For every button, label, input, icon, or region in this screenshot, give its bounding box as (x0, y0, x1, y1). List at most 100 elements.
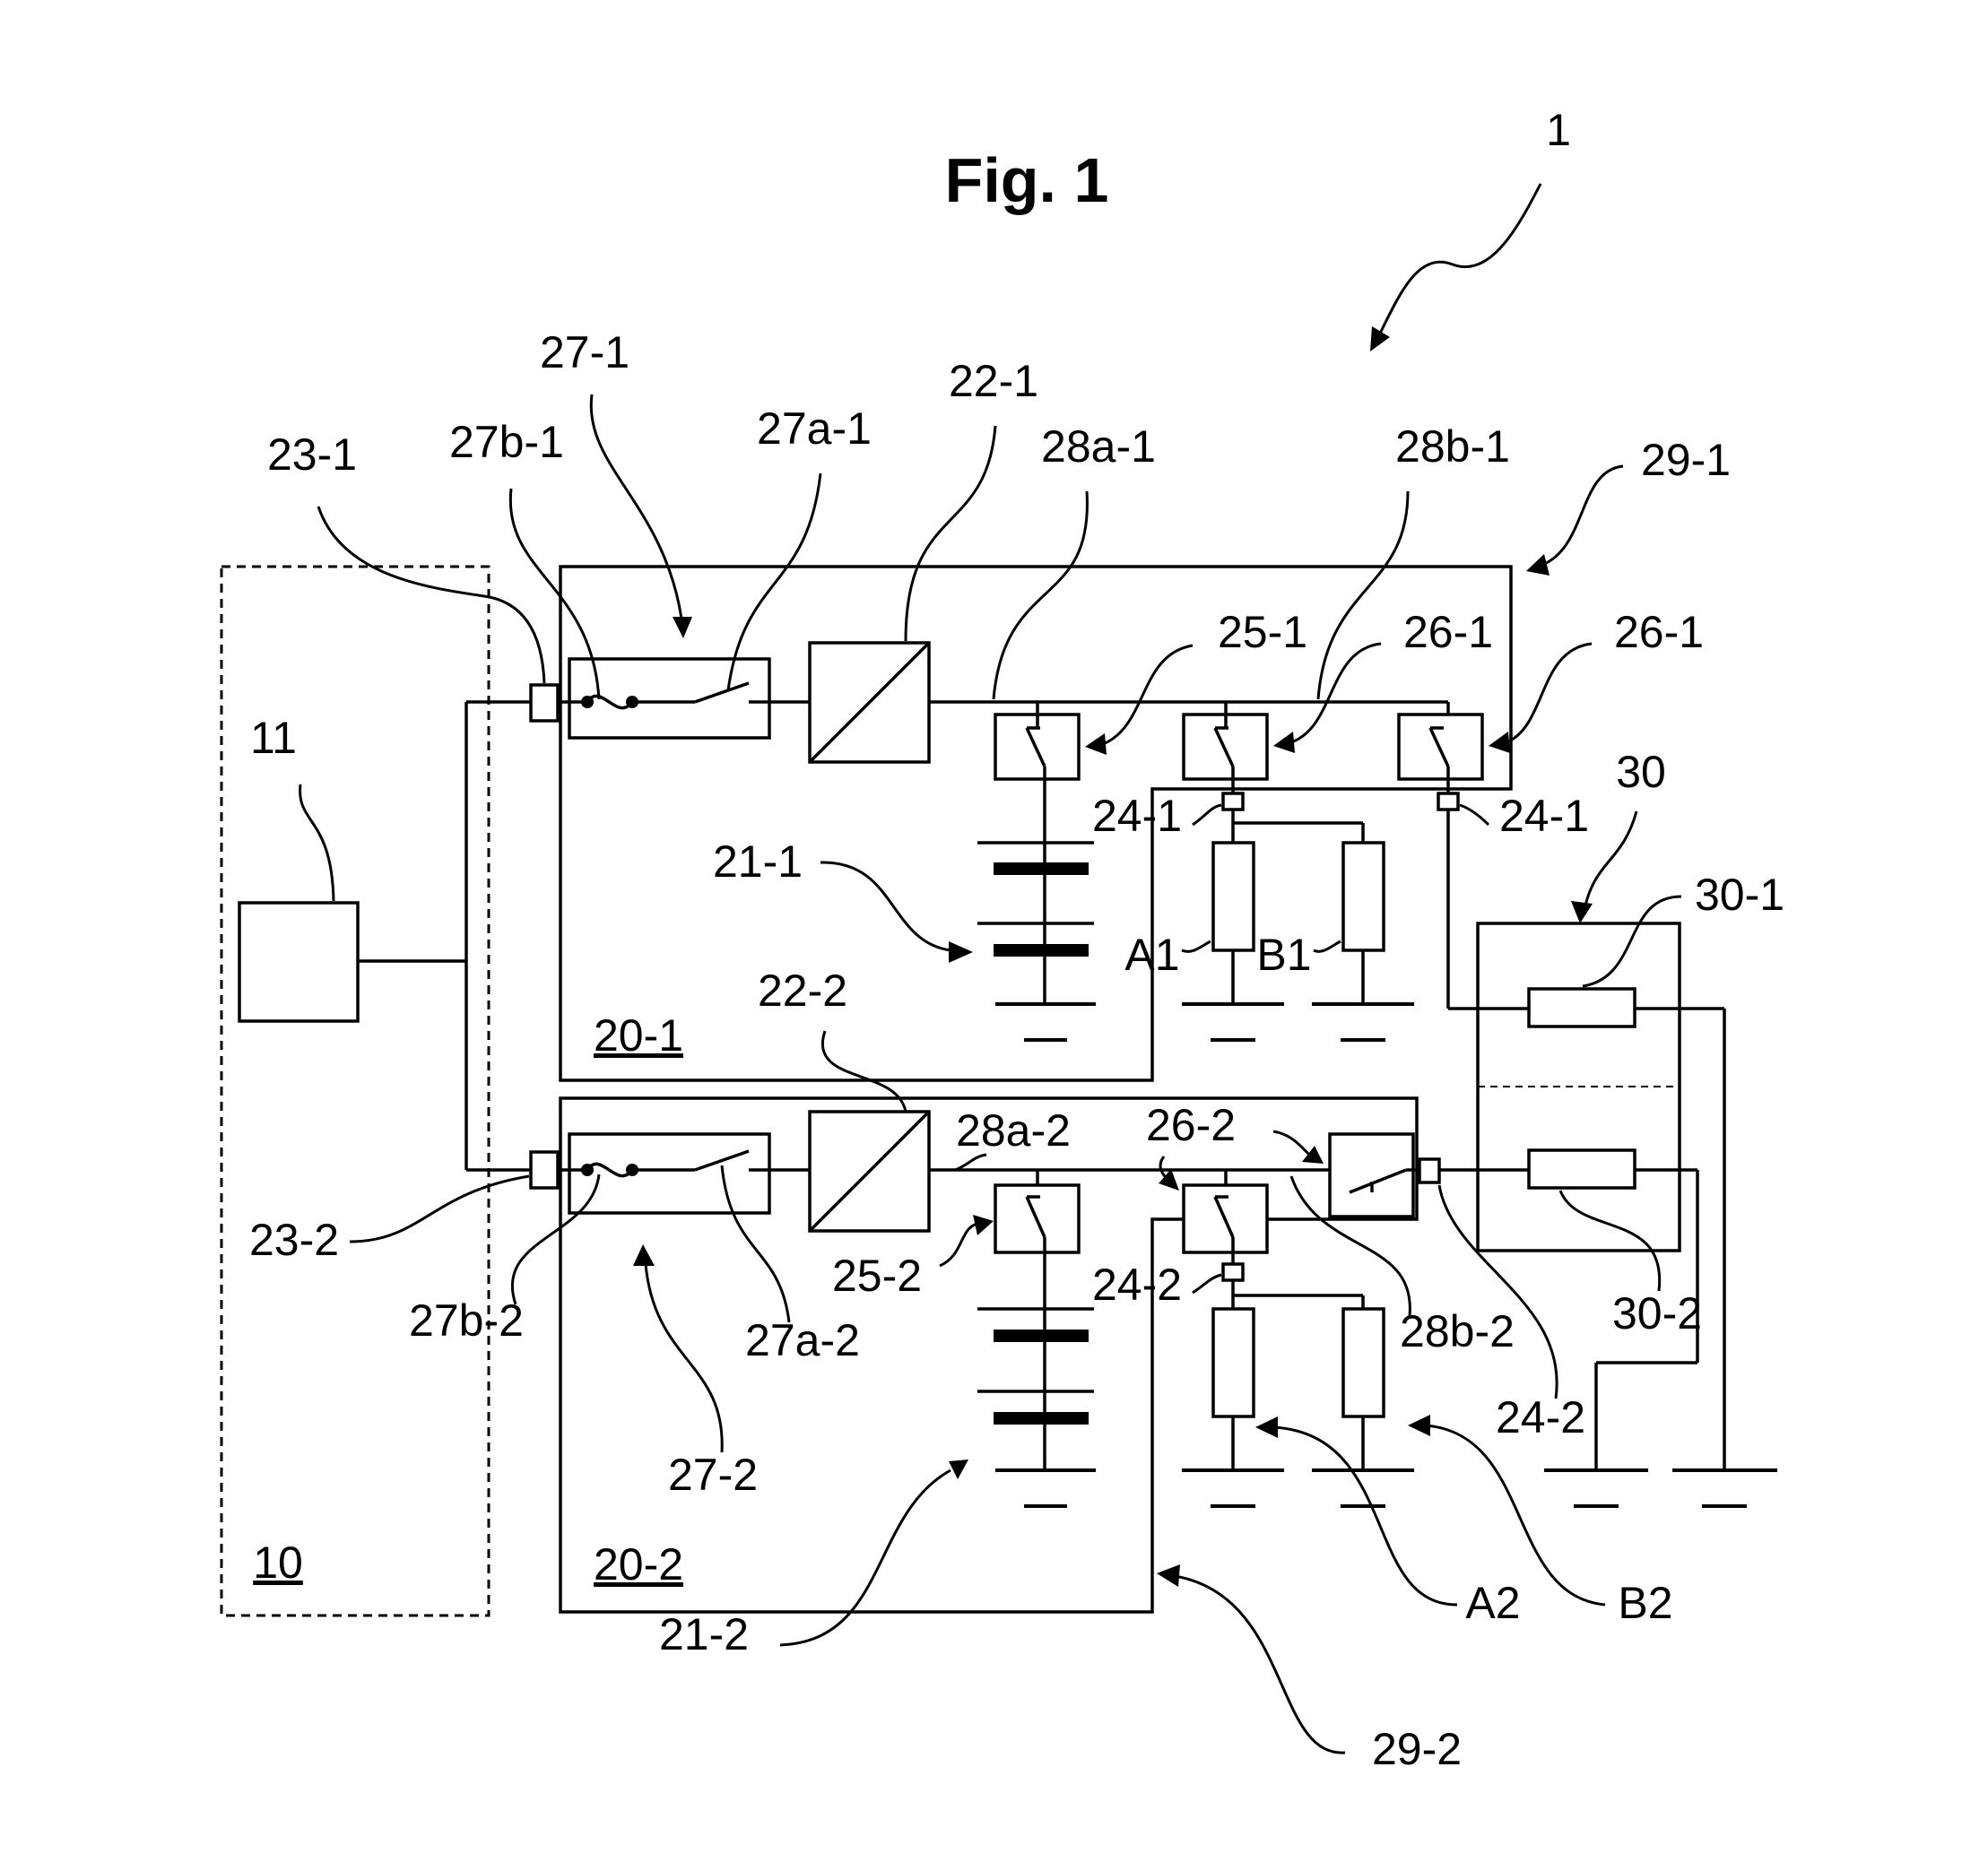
label-load-group: 30 (1616, 747, 1666, 797)
housing-2-arrow-icon (1157, 1564, 1180, 1587)
load-A2-leader (1272, 1425, 1458, 1607)
label-battery-1: 21-1 (713, 836, 803, 887)
load-30-1-box (1527, 987, 1636, 1028)
label-load-B1: B1 (1256, 930, 1311, 980)
label-connector-in-1: 23-1 (267, 429, 357, 480)
converter-2-diagonal (808, 1110, 931, 1233)
switch-25-1-blade-icon (1025, 727, 1046, 767)
label-load-A2: A2 (1465, 1578, 1520, 1628)
load-30-2-box (1527, 1148, 1636, 1190)
figure-title: Fig. 1 (945, 145, 1109, 215)
label-controller: 11 (250, 713, 297, 763)
battery-2-plate-thick-2 (994, 1412, 1089, 1425)
label-battery-2: 21-2 (659, 1609, 749, 1659)
switch-27a-2-icon (694, 1149, 750, 1172)
switch-28b-2-arrow-icon (1302, 1146, 1324, 1164)
label-converter-2: 22-2 (758, 966, 847, 1016)
switch-25-1-leader (1102, 644, 1194, 746)
label-module-2: 20-2 (594, 1539, 683, 1589)
protection-1-arrow-icon (673, 617, 692, 638)
switch-26-1b-leader (1506, 642, 1593, 744)
connector-out-1a-leader (1192, 803, 1222, 827)
housing-1-arrow-icon (1526, 554, 1550, 576)
bus-28b-1-leader (1316, 490, 1410, 700)
switch-26-2-arrow-icon (1159, 1169, 1179, 1191)
protection-2-box (568, 1132, 771, 1215)
fuse-1-icon (586, 694, 634, 710)
label-system: 1 (1546, 105, 1571, 155)
label-switch-26-1a: 26-1 (1403, 607, 1493, 657)
label-housing-2: 29-2 (1372, 1724, 1462, 1774)
connector-out-1b (1437, 792, 1460, 811)
label-fuse-27b-2: 27b-2 (409, 1295, 524, 1346)
load-B2-arrow-icon (1408, 1415, 1430, 1436)
label-switch-26-1b: 26-1 (1614, 607, 1704, 657)
battery-1-plate-thick-2 (994, 944, 1089, 957)
switch-28b-2-leader (1272, 1130, 1313, 1158)
controller-leader (299, 784, 335, 902)
label-housing-1: 29-1 (1641, 435, 1731, 485)
load-30-2-leader (1558, 1190, 1662, 1292)
protection-2-leader (644, 1263, 724, 1453)
connector-out-2a (1221, 1262, 1245, 1282)
connector-out-2b (1418, 1157, 1441, 1184)
load-B1-leader (1313, 940, 1341, 953)
label-bus-28b-1: 28b-1 (1395, 421, 1510, 472)
bus-28b-2-leader (1289, 1175, 1411, 1317)
connector-out-2b-leader (1437, 1184, 1558, 1399)
converter-1-diagonal (808, 641, 931, 764)
battery-2-plate-thick-1 (994, 1330, 1089, 1342)
load-B2-leader (1425, 1424, 1606, 1607)
connector-out-2a-leader (1192, 1273, 1222, 1295)
controller-box (238, 901, 360, 1023)
label-protection-2: 27-2 (668, 1450, 758, 1500)
label-load-30-1: 30-1 (1695, 870, 1784, 920)
switch-26-2-blade-icon (1213, 1196, 1235, 1238)
connector-in-1 (529, 683, 560, 723)
label-switch-27a-1: 27a-1 (757, 403, 872, 454)
label-module-1: 20-1 (594, 1010, 683, 1061)
label-protection-1: 27-1 (540, 327, 629, 377)
switch-27a-1-icon (694, 681, 750, 704)
connector-in-2-leader (349, 1174, 530, 1243)
switch-25-2-leader (939, 1222, 978, 1268)
label-load-B2: B2 (1618, 1578, 1672, 1628)
bus-28a-1-leader (992, 490, 1089, 700)
fuse-27b-2-leader (510, 1174, 601, 1305)
protection-2-arrow-icon (633, 1244, 655, 1266)
label-switch-27a-2: 27a-2 (745, 1315, 860, 1365)
switch-27a-2-leader (720, 1165, 791, 1323)
system-arrow-icon (1370, 326, 1390, 351)
battery-1-leader (820, 861, 951, 952)
housing-2 (559, 1096, 1419, 1614)
load-A2-box (1211, 1307, 1255, 1418)
switch-26-1b-arrow-icon (1489, 732, 1510, 753)
label-bus-28a-1: 28a-1 (1041, 421, 1156, 472)
switch-28b-2-blade-icon (1349, 1168, 1407, 1194)
fuse-27b-1-leader (508, 488, 601, 700)
load-B1-box (1341, 841, 1385, 952)
battery-1-arrow-icon (949, 941, 973, 963)
load-A2-arrow-icon (1255, 1416, 1278, 1438)
connector-out-1a (1221, 792, 1245, 811)
bus-28a-2-leader (954, 1153, 987, 1172)
label-switch-26-2: 26-2 (1146, 1100, 1236, 1150)
protection-1-leader (589, 394, 683, 619)
switch-26-1a-arrow-icon (1273, 732, 1295, 753)
battery-2-leader (779, 1468, 951, 1647)
fuse-2-icon (586, 1162, 634, 1178)
housing-1-leader (1541, 464, 1624, 567)
connector-in-1-leader (317, 506, 546, 684)
connector-out-1b-leader (1459, 803, 1490, 827)
controller-region (220, 565, 490, 1617)
switch-25-2-blade-icon (1025, 1196, 1046, 1238)
switch-28b-2-box (1328, 1132, 1415, 1218)
switch-25-2-arrow-icon (973, 1215, 994, 1235)
switch-26-1a-leader (1290, 642, 1382, 744)
load-A1-leader (1181, 940, 1211, 953)
label-load-30-2: 30-2 (1612, 1288, 1702, 1338)
label-load-A1: A1 (1124, 930, 1179, 980)
label-connector-in-2: 23-2 (249, 1215, 339, 1265)
